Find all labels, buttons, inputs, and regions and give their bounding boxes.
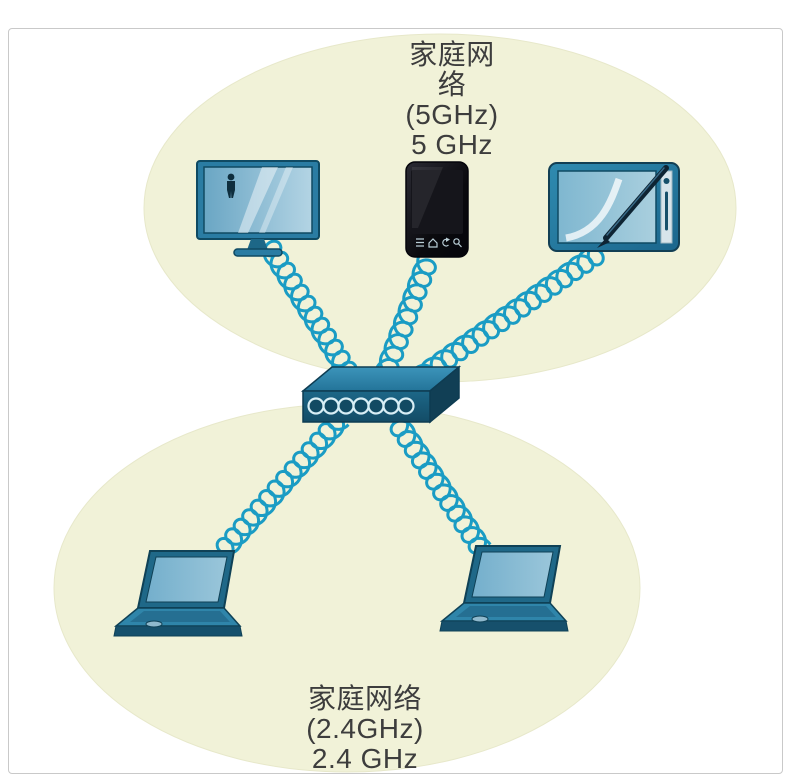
coil-link-smartphone: [375, 256, 437, 375]
bottom-network-label-line: (2.4GHz): [306, 713, 424, 744]
wireless-router-icon: [300, 365, 462, 424]
stylus-icon: [597, 165, 669, 248]
coil-link-tablet: [415, 242, 605, 384]
tablet-icon: [548, 162, 680, 252]
bottom-network-label-line: 2.4 GHz: [311, 743, 419, 774]
top-network-label-line: 家庭网: [409, 39, 495, 70]
top-network-label-line: 络: [437, 69, 467, 100]
top-network-label-line: (5GHz): [405, 99, 499, 130]
bottom-network-label-line: 家庭网络: [307, 683, 423, 714]
coil-link-laptop-left: [215, 412, 350, 560]
top-network-label: 家庭网 络 (5GHz) 5 GHz: [405, 40, 498, 160]
tv-icon: [196, 160, 320, 257]
top-network-label-line: 5 GHz: [411, 129, 493, 160]
coil-link-laptop-right: [389, 415, 492, 555]
coil-link-tv: [258, 239, 358, 382]
smartphone-icon: [405, 161, 469, 258]
bottom-network-label: 家庭网络 (2.4GHz) 2.4 GHz: [306, 684, 424, 774]
